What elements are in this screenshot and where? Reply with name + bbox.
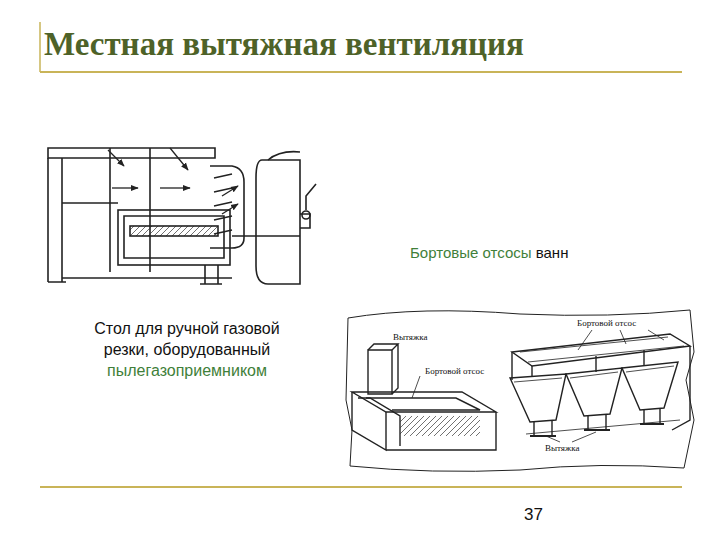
part-label: Вытяжка [392,332,428,342]
caption-group: Стол для ручной газовой резки, оборудова… [72,318,302,381]
heading-group: Бортовые отсосыванн [410,244,568,262]
air-flow-arrows [108,148,238,214]
figure-caption-term: Бортовые отсосы [410,244,532,261]
slide-title: Местная вытяжная вентиляция [44,26,524,63]
leader-lines [412,330,664,442]
top-rule [40,71,682,73]
figure-caption-term: пылегазоприемником [72,360,302,381]
top-tick [39,22,41,72]
part-label: Бортовой отсос [576,318,637,328]
cutting-table [48,148,316,284]
figure-caption: Стол для ручной газовой резки, оборудова… [87,318,287,360]
part-label: Бортовой отсос [424,366,485,376]
page-number: 37 [524,505,543,525]
part-label: Вытяжка [544,443,580,453]
bath-illustration [346,310,694,471]
bottom-rule [40,486,682,488]
figure-caption: ванн [536,244,569,261]
